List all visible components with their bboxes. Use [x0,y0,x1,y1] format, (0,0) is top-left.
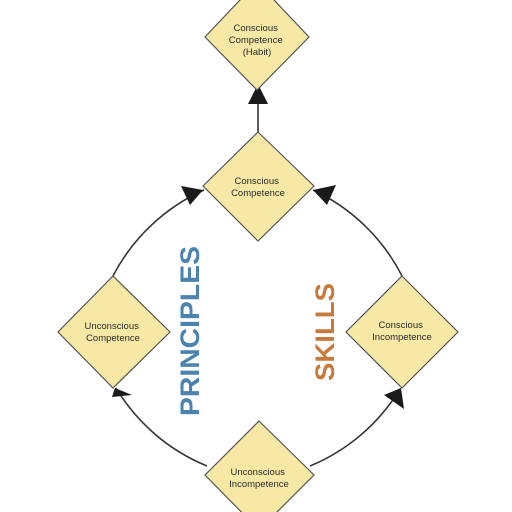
node-diamond [345,275,459,389]
node-top: Conscious Competence (Habit) [204,0,310,91]
arrowheads [112,84,404,409]
node-left: Unconscious Competence [57,275,171,389]
skills-label: SKILLS [310,283,340,381]
node-left-line-1: Unconscious [84,321,139,332]
principles-label: PRINCIPLES [175,246,205,416]
arrowhead-icon [112,388,132,397]
node-top-line-2: Competence [229,35,283,46]
arrowhead-icon [181,186,203,205]
node-right-line-1: Conscious [379,320,424,331]
svg-text:Unconscious Competence: Unconscious Competence [84,321,141,344]
node-top-line-1: Conscious [234,23,279,34]
arc-left-to-bottom [115,387,208,467]
node-diamond [202,131,315,242]
svg-text:Conscious Competence: Conscious Competence [231,176,285,199]
node-bottom-line-2: Incompetence [229,479,289,490]
arc-bottom-to-right [309,388,401,467]
node-right: Conscious Incompetence [345,275,459,389]
node-bottom: Unconscious Incompetence [204,420,315,512]
arrowhead-icon [248,84,268,104]
node-diamond [57,275,171,389]
svg-text:Conscious Incompetence: Conscious Incompetence [372,320,432,343]
node-center: Conscious Competence [202,131,315,242]
arrowhead-icon [313,185,336,205]
node-diamond [204,420,315,512]
node-diamond [204,0,310,91]
node-right-line-2: Incompetence [372,332,432,343]
svg-text:Conscious Competence: Conscious Competence (Habit) [229,23,286,58]
node-center-line-1: Conscious [235,176,280,187]
node-bottom-line-1: Unconscious [230,467,285,478]
node-left-line-2: Competence [86,333,140,344]
node-top-line-3: (Habit) [243,47,272,58]
node-center-line-2: Competence [231,188,285,199]
arrowhead-icon [384,388,404,409]
svg-text:Unconscious Incompetence: Unconscious Incompetence [229,467,289,490]
